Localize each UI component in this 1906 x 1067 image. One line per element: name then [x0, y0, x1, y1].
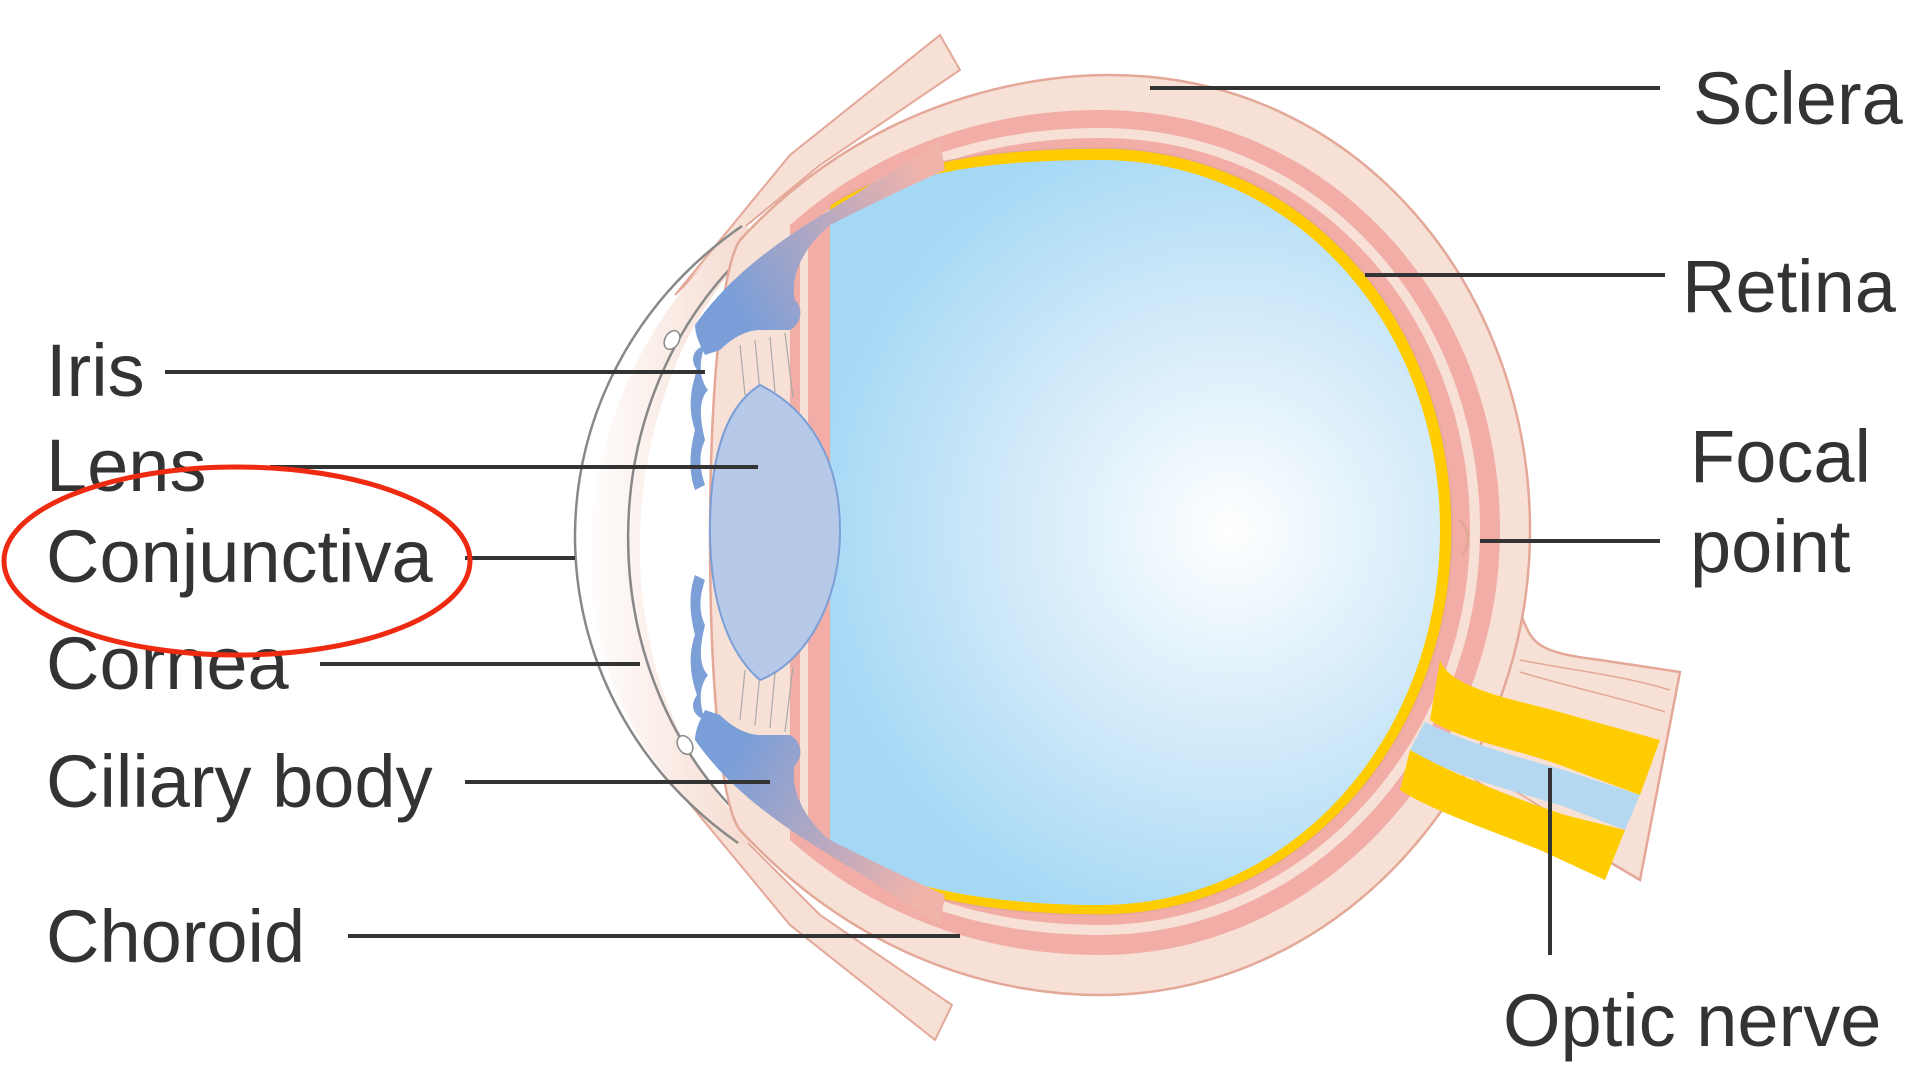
zonular-fibers [739, 332, 794, 733]
label-focal-point-line2: point [1690, 505, 1851, 588]
label-choroid: Choroid [46, 895, 305, 978]
cornea [573, 224, 761, 845]
label-retina: Retina [1682, 245, 1897, 328]
optic-nerve [1400, 660, 1660, 880]
label-optic-nerve: Optic nerve [1503, 979, 1881, 1062]
ciliary-body-top [690, 140, 945, 490]
label-focal-point-line1: Focal [1690, 415, 1871, 498]
vitreous-body [830, 160, 1440, 905]
label-iris: Iris [46, 329, 145, 412]
label-cornea: Cornea [46, 622, 290, 705]
label-sclera: Sclera [1693, 57, 1904, 140]
label-conjunctiva: Conjunctiva [46, 515, 434, 598]
ciliary-body-bottom [690, 575, 945, 925]
leader-lines [165, 86, 1665, 955]
focal-point-notch [1458, 518, 1470, 556]
labels: Iris Lens Conjunctiva Cornea Ciliary bod… [46, 57, 1904, 1062]
label-ciliary-body: Ciliary body [46, 740, 433, 823]
highlight-ellipse [1, 464, 473, 658]
lens [708, 383, 842, 682]
conjunctival-glands [663, 329, 694, 756]
